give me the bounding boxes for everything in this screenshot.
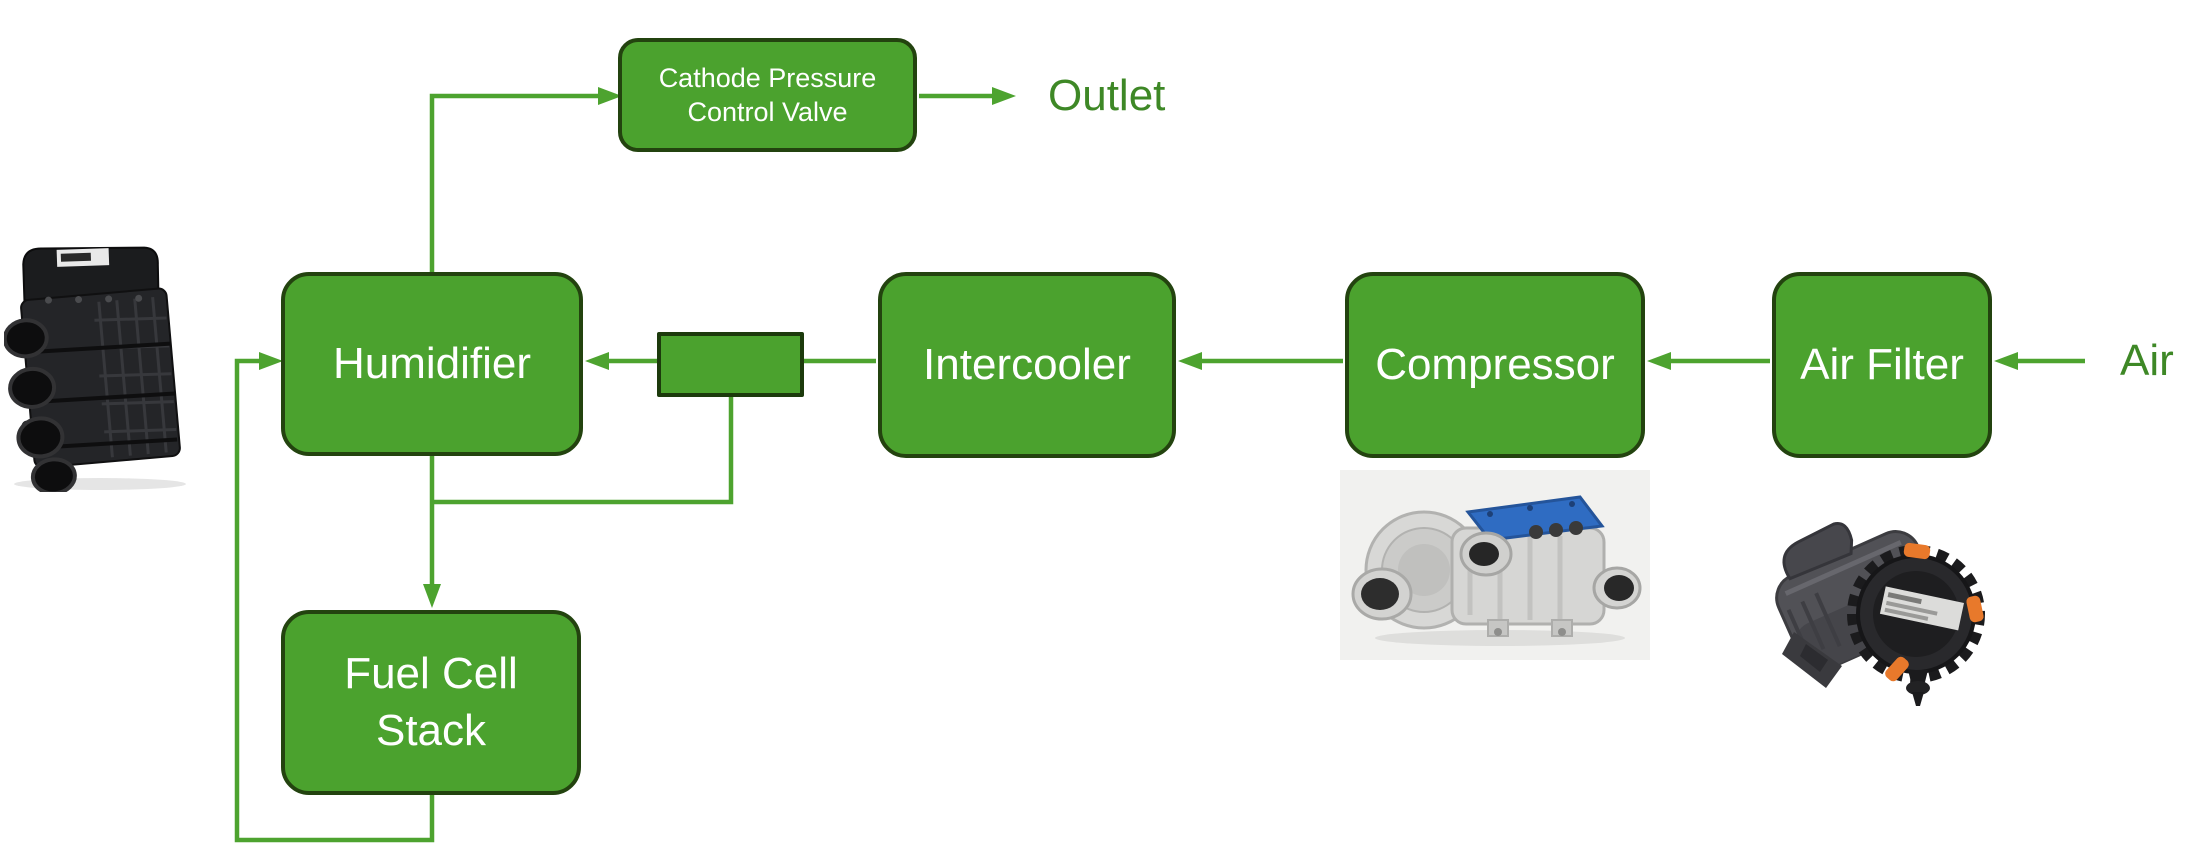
connector-humidifier-to-valve [429, 93, 600, 272]
node-bypass-valve [657, 332, 804, 397]
air-filter-product-photo [1775, 522, 1985, 706]
node-label-line: Fuel Cell [344, 649, 518, 699]
compressor-product-photo [1340, 470, 1650, 660]
node-label: Compressor [1375, 340, 1615, 390]
arrowhead-into-humidifier-right [585, 352, 609, 370]
node-intercooler: Intercooler [878, 272, 1176, 458]
node-compressor: Compressor [1345, 272, 1645, 458]
node-cathode-pressure-control-valve: Cathode Pressure Control Valve [618, 38, 917, 152]
arrowhead-into-airfilter [1994, 352, 2018, 370]
node-label: Intercooler [923, 340, 1131, 390]
outlet-label: Outlet [1048, 71, 1166, 120]
node-label-line: Cathode Pressure [658, 62, 877, 93]
arrowhead-into-fuelcell [423, 584, 441, 608]
node-fuel-cell-stack: Fuel Cell Stack [281, 610, 581, 795]
node-air-filter: Air Filter [1772, 272, 1992, 458]
node-label: Air Filter [1800, 340, 1964, 390]
node-label: Humidifier [332, 339, 532, 389]
humidifier-product-photo [4, 246, 186, 492]
arrowhead-into-intercooler [1178, 352, 1202, 370]
arrowhead-into-compressor [1647, 352, 1671, 370]
arrowhead-into-humidifier-left [259, 352, 283, 370]
node-humidifier: Humidifier [281, 272, 583, 456]
air-label: Air [2120, 336, 2174, 385]
node-label-line: Stack [375, 705, 487, 755]
arrowhead-to-outlet [992, 87, 1016, 105]
node-label-line: Control Valve [687, 97, 848, 127]
